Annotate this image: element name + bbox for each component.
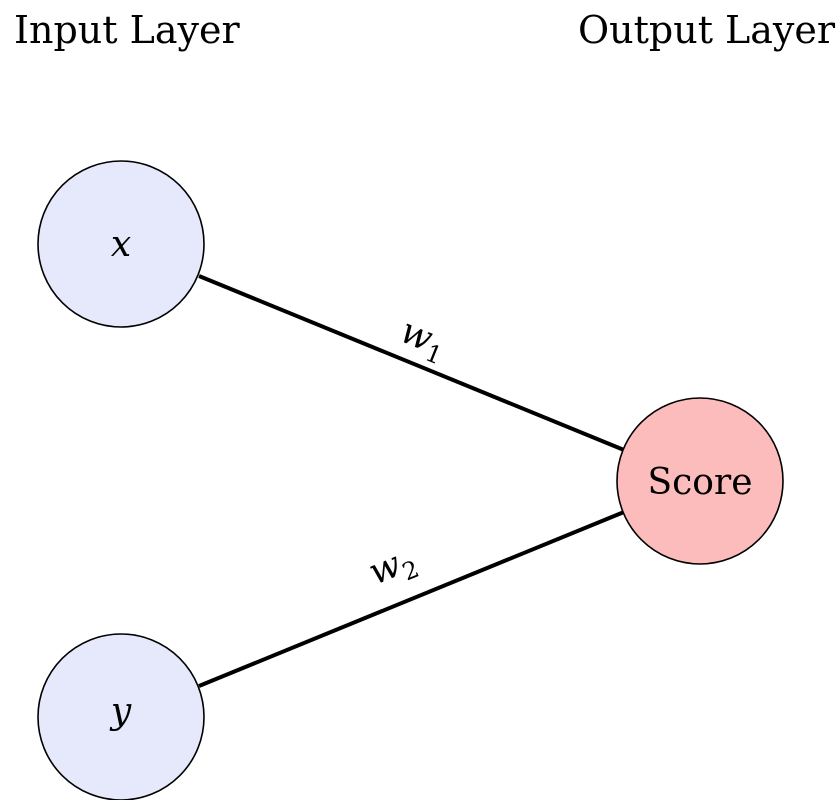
output-layer-title: Output Layer [578, 8, 836, 52]
node-y-label: y [109, 691, 132, 732]
svg-text:w1: w1 [393, 310, 453, 370]
edge-y-to-score [198, 510, 625, 688]
node-y [37, 633, 205, 800]
weight-label-w1: w1 [393, 310, 453, 370]
svg-text:w2: w2 [363, 538, 423, 598]
node-score [616, 397, 784, 565]
weight-w2-var: w [363, 544, 407, 594]
node-score-label: Score [647, 462, 752, 503]
node-x-label: x [111, 224, 131, 265]
node-x [37, 160, 205, 328]
edge-x-to-score [198, 274, 625, 452]
weight-label-w2: w2 [363, 538, 423, 598]
input-layer-title: Input Layer [14, 8, 240, 52]
